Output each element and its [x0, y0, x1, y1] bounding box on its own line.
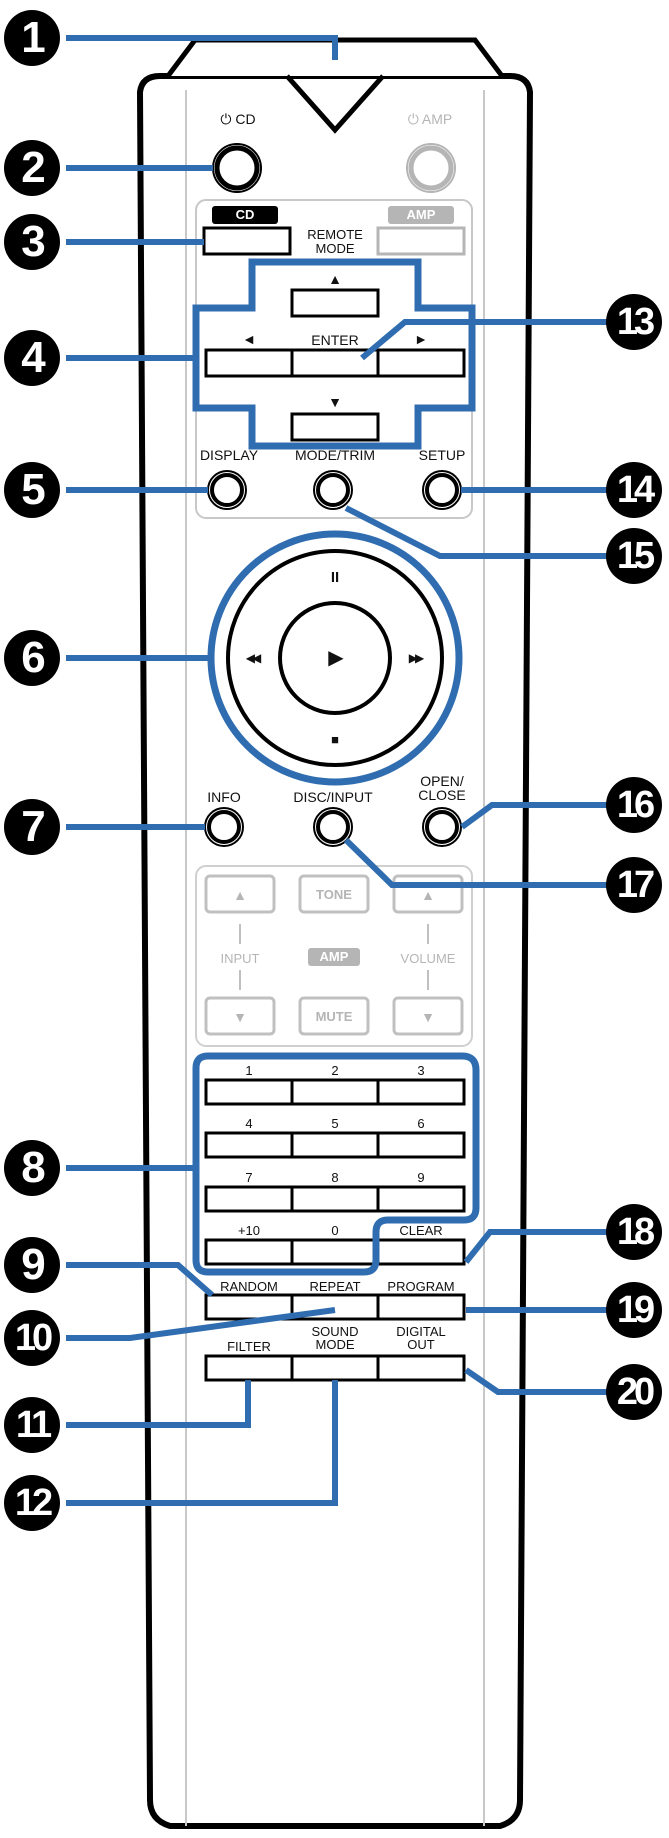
numpad-key-label: 9: [417, 1170, 425, 1185]
tone-button: [298, 874, 370, 914]
numpad-key-label: 7: [245, 1170, 253, 1185]
callout-16: 16: [606, 777, 662, 833]
cursor-left-arrow: ◄: [242, 331, 256, 347]
cursor-right-arrow: ►: [414, 331, 428, 347]
numpad-key-label: 4: [245, 1116, 253, 1131]
numpad-key-label: 8: [331, 1170, 339, 1185]
open-close-button: [425, 810, 459, 844]
power-cd-label: ⏻ CD: [220, 111, 256, 127]
numpad-key-label: 3: [417, 1063, 425, 1078]
amp-volume-down-arrow: ▼: [421, 1009, 435, 1025]
disc-input-label: DISC/INPUT: [293, 789, 373, 805]
amp-input-down-button: [204, 996, 276, 1036]
numpad-keys: [204, 1078, 466, 1382]
power-amp-label: ⏻ AMP: [407, 111, 453, 127]
amp-input-up-button: [204, 874, 276, 914]
cursor-group-outline: [192, 258, 476, 450]
cursor-left-button: [204, 348, 294, 378]
amp-input-label: INPUT: [220, 951, 260, 966]
play-button: [278, 601, 392, 715]
callout-9: 9: [4, 1237, 60, 1293]
callout-8: 8: [4, 1140, 60, 1196]
cursor-up-button: [290, 288, 380, 318]
remote-mode-amp-button: [376, 226, 466, 256]
display-label: DISPLAY: [199, 447, 259, 463]
callout-14: 14: [606, 462, 662, 518]
amp-badge: AMP: [388, 206, 454, 224]
remote-mode-label: REMOTE MODE: [307, 227, 363, 256]
disc-input-button: [316, 810, 350, 844]
digital-out-label: DIGITAL OUT: [396, 1324, 446, 1352]
mode-trim-button: [316, 473, 350, 507]
amp-input-up-arrow: ▲: [233, 887, 247, 903]
display-button: [210, 473, 244, 507]
callout-4: 4: [4, 330, 60, 386]
callout-20: 20: [606, 1364, 662, 1420]
mode-trim-label: MODE/TRIM: [294, 447, 376, 463]
callout-2: 2: [4, 140, 60, 196]
callout-18: 18: [606, 1204, 662, 1260]
info-button: [207, 810, 241, 844]
amp-input-down-arrow: ▼: [233, 1009, 247, 1025]
remote-mode-cd-button: [202, 226, 292, 256]
play-icon: ▶: [328, 647, 344, 669]
numpad-key-label: 5: [331, 1116, 339, 1131]
mute-button: [298, 996, 370, 1036]
numpad-key-label: 6: [417, 1116, 425, 1131]
cursor-right-button: [376, 348, 466, 378]
next-track-icon: ▶▶: [408, 651, 425, 665]
amp-section-badge: AMP: [308, 948, 360, 966]
open-close-label: OPEN/ CLOSE: [418, 773, 466, 803]
callout-3: 3: [4, 214, 60, 270]
callout-12: 12: [4, 1475, 60, 1531]
mute-label: MUTE: [315, 1009, 353, 1024]
cd-badge: CD: [212, 206, 278, 224]
enter-label: ENTER: [311, 332, 359, 348]
tone-label: TONE: [316, 887, 352, 902]
callout-5: 5: [4, 462, 60, 518]
numpad-group-outline: [192, 1052, 480, 1276]
callout-17: 17: [606, 857, 662, 913]
cursor-up-arrow: ▲: [328, 271, 342, 287]
cursor-down-button: [290, 412, 380, 442]
callout-1: 1: [4, 10, 60, 66]
previous-track-icon: ◀◀: [245, 651, 262, 665]
stop-icon: ■: [331, 732, 339, 747]
ir-notch: [285, 74, 385, 134]
setup-button: [425, 473, 459, 507]
cursor-down-arrow: ▼: [328, 394, 342, 410]
amp-volume-up-arrow: ▲: [421, 887, 435, 903]
power-cd-button: [214, 145, 260, 191]
numpad-key-label: 0: [331, 1223, 339, 1238]
pause-icon: II: [330, 569, 340, 586]
callout-13: 13: [606, 294, 662, 350]
setup-label: SETUP: [418, 447, 466, 463]
callout-11: 11: [4, 1397, 60, 1453]
power-amp-button: [408, 145, 454, 191]
callout-7: 7: [4, 799, 60, 855]
numpad-key-label: +10: [237, 1223, 261, 1238]
numpad-key-label: 1: [245, 1063, 253, 1078]
callout-19: 19: [606, 1282, 662, 1338]
leader-lines: [66, 35, 608, 1506]
callout-15: 15: [606, 528, 662, 584]
amp-section-frame: [195, 865, 473, 1047]
amp-volume-down-button: [392, 996, 464, 1036]
numpad-key-label: CLEAR: [399, 1223, 443, 1238]
amp-volume-label: VOLUME: [400, 951, 456, 966]
numpad-key-label: 2: [331, 1063, 339, 1078]
program-label: PROGRAM: [387, 1279, 455, 1294]
callout-6: 6: [4, 630, 60, 686]
callout-10: 10: [4, 1310, 60, 1366]
sound-mode-label: SOUND MODE: [311, 1324, 359, 1352]
filter-label: FILTER: [227, 1339, 271, 1354]
random-label: RANDOM: [220, 1279, 278, 1294]
repeat-label: REPEAT: [309, 1279, 361, 1294]
info-label: INFO: [207, 789, 241, 805]
